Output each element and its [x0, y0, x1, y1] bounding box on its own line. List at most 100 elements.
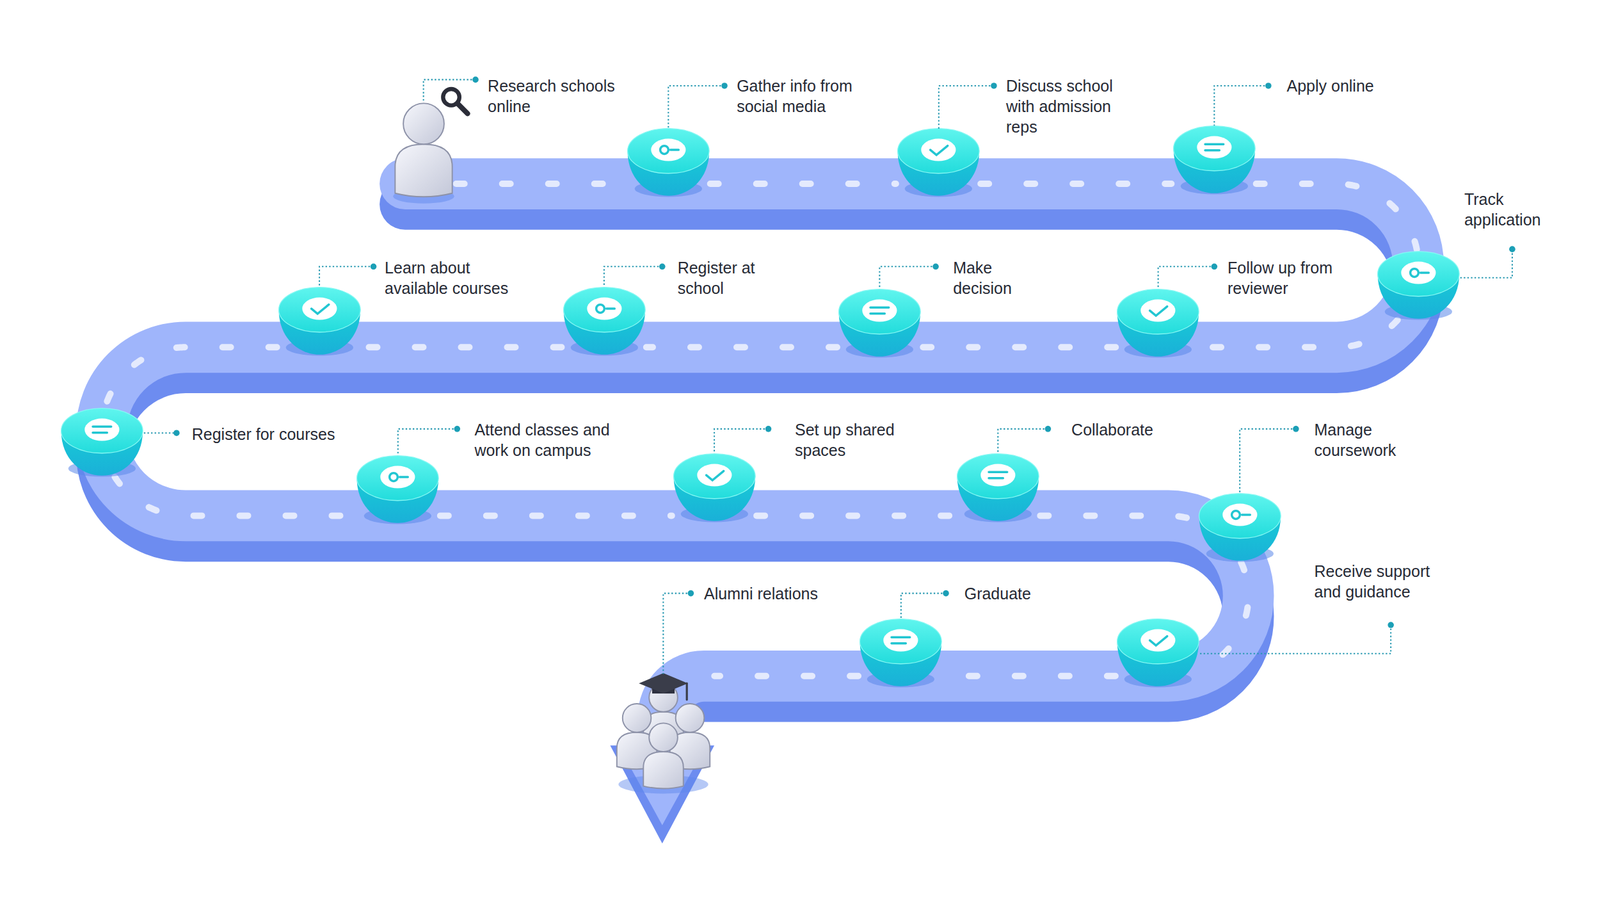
alumni-group: Alumni relations: [614, 670, 715, 792]
marker-glyph: [870, 307, 889, 314]
leader-line: [1200, 624, 1391, 654]
leader-line: [319, 266, 374, 287]
road-dashes: [1256, 183, 1417, 250]
stop-label: Research schools online: [487, 75, 635, 117]
marker-icon: [883, 628, 919, 651]
leader-dot: [370, 263, 377, 270]
marker-icon: [921, 138, 957, 162]
leader-dot: [942, 590, 950, 597]
stop-label: Follow up from reviewer: [1227, 257, 1362, 299]
magnifier-handle: [456, 103, 468, 114]
leader-line: [1158, 266, 1215, 289]
marker-icon: [650, 138, 686, 162]
glyph-stroke: [1409, 268, 1419, 277]
road-dashes: [756, 512, 956, 519]
glyph-stroke: [660, 145, 669, 155]
marker-glyph: [930, 145, 948, 155]
leader-dot: [454, 425, 461, 432]
marker-icon: [1141, 298, 1176, 322]
road-dashes: [361, 343, 562, 351]
journey-stop: Manage coursework: [1198, 492, 1282, 562]
marker-glyph: [1409, 268, 1429, 277]
marker-cap: [563, 286, 646, 332]
journey-stop: Learn about available courses: [277, 286, 362, 356]
marker-cap: [278, 286, 361, 332]
stop-marker: [60, 407, 144, 477]
road-dashes: [980, 180, 1172, 187]
glyph-stroke: [930, 145, 948, 155]
stop-marker: [562, 286, 647, 356]
leader-dot: [765, 425, 772, 432]
leader-line: [423, 79, 476, 102]
stop-label: Register at school: [677, 257, 774, 299]
journey-stop: Register for courses: [60, 407, 144, 477]
leader-line: [997, 428, 1048, 454]
stop-marker: [355, 454, 440, 524]
leader-dot: [1509, 245, 1516, 253]
marker-cap: [1117, 288, 1200, 334]
road-dashes: [440, 512, 672, 519]
person-head: [403, 103, 445, 144]
glyph-stroke: [670, 149, 680, 152]
marker-glyph: [1150, 305, 1168, 315]
stop-marker: [1116, 288, 1200, 358]
leader-dot: [472, 76, 479, 84]
marker-icon: [380, 465, 416, 488]
marker-icon: [84, 418, 120, 441]
journey-stop: Apply online: [1172, 124, 1257, 194]
stop-label: Apply online: [1287, 75, 1448, 96]
stop-label: Alumni relations: [704, 583, 864, 604]
marker-icon: [1196, 135, 1232, 159]
journey-stop: Register at school: [562, 286, 647, 356]
leader-lines: [144, 79, 1513, 674]
stop-marker: [858, 617, 943, 687]
road-dashes: [456, 180, 626, 187]
road-dashes: [1200, 561, 1248, 669]
stop-marker: [1376, 250, 1461, 320]
glyph-stroke: [606, 307, 615, 310]
marker-cap: [839, 288, 921, 334]
road-dashes: [942, 672, 1115, 680]
figure-illustration: [391, 99, 457, 201]
glyph-stroke: [1150, 305, 1168, 315]
marker-cap: [860, 618, 943, 664]
leader-dot: [1387, 621, 1394, 628]
journey-stop: Make decision: [837, 288, 922, 358]
leader-line: [901, 593, 946, 619]
stop-label: Discuss school with admission reps: [1006, 75, 1138, 137]
stop-label: Collaborate: [1071, 419, 1200, 440]
marker-icon: [302, 296, 337, 320]
leader-dot: [688, 590, 695, 597]
marker-icon: [1222, 503, 1257, 526]
stop-label: Graduate: [964, 583, 1067, 604]
journey-stop: Attend classes and work on campus: [355, 454, 440, 524]
figure-illustration: [614, 670, 715, 792]
marker-icon: [586, 296, 622, 320]
glyph-stroke: [1150, 636, 1168, 646]
leader-dots: [173, 76, 1516, 628]
cap-tassel: [685, 682, 688, 700]
leader-dot: [1292, 425, 1300, 432]
marker-glyph: [1205, 144, 1224, 151]
leader-line: [879, 266, 936, 289]
stop-label: Register for courses: [192, 423, 384, 445]
marker-glyph: [389, 472, 409, 481]
glyph-stroke: [311, 304, 329, 313]
road-dashes: [1040, 515, 1198, 521]
stop-label: Set up shared spaces: [794, 419, 920, 461]
glyph-stroke: [870, 307, 889, 314]
leader-dot: [990, 82, 998, 89]
glyph-stroke: [1420, 271, 1429, 274]
road-dashes: [710, 180, 896, 187]
journey-stop: Graduate: [858, 617, 943, 687]
glyph-stroke: [705, 470, 724, 480]
marker-glyph: [1150, 636, 1168, 646]
leader-line: [938, 85, 994, 129]
marker-cap: [673, 453, 756, 498]
marker-icon: [980, 463, 1016, 486]
glyph-stroke: [1241, 513, 1250, 516]
leader-dot: [932, 263, 939, 270]
marker-icon: [696, 463, 732, 486]
road-dashes: [114, 476, 356, 516]
